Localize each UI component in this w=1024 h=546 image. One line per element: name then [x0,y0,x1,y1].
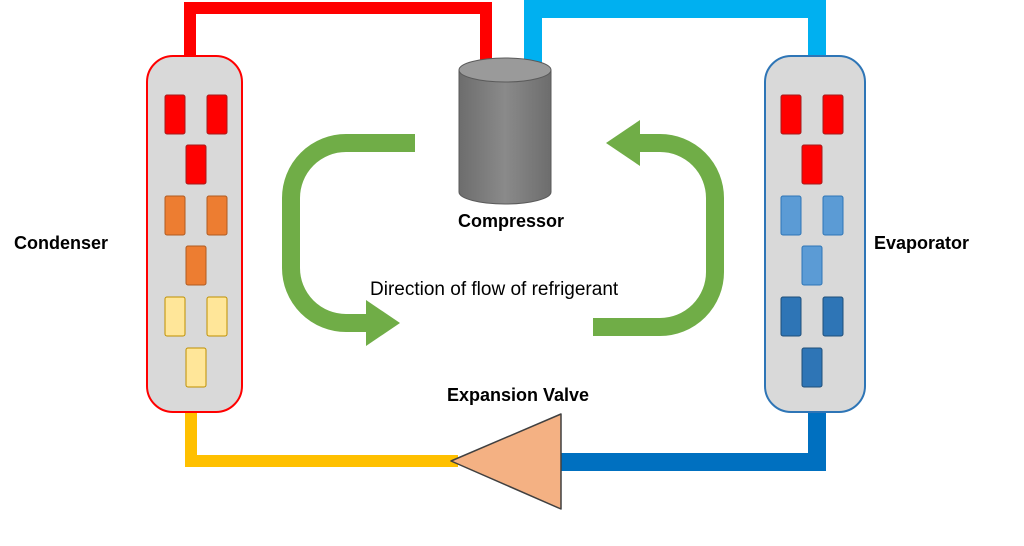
liquid-line-yellow [185,410,458,467]
evaporator-block [801,245,823,286]
evaporator-block [780,195,802,236]
evaporator-block [822,94,844,135]
condenser-label: Condenser [14,233,109,253]
condenser-block [185,144,207,185]
condenser-block [206,195,228,236]
flow-arrow-left [282,134,415,332]
condenser-block [164,94,186,135]
expansion-valve-label: Expansion Valve [447,385,590,405]
evaporator-block [780,296,802,337]
condenser-block [185,245,207,286]
expansion-valve [450,413,562,510]
condenser-block [164,296,186,337]
evaporator-label: Evaporator [874,233,970,253]
flow-direction-label: Direction of flow of refrigerant [370,279,619,300]
condenser-block [206,94,228,135]
condenser-blocks [164,94,228,388]
flow-arrow-right-head [606,120,640,166]
suction-line-light-blue [524,0,826,64]
compressor [458,57,552,205]
compressor-label: Compressor [458,211,565,231]
flow-arrow-right [593,134,724,336]
evaporator-block [801,347,823,388]
evaporator-block [822,195,844,236]
evaporator-block [822,296,844,337]
compressor-body [458,69,552,205]
condenser-block [164,195,186,236]
evaporator-block [801,144,823,185]
condenser-block [206,296,228,337]
evaporator-blocks [780,94,844,388]
condenser-block [185,347,207,388]
evaporator-outlet-line-blue [556,408,826,471]
evaporator-block [780,94,802,135]
flow-arrow-left-head [366,300,400,346]
discharge-line-red [184,2,492,62]
compressor-top [458,57,552,83]
